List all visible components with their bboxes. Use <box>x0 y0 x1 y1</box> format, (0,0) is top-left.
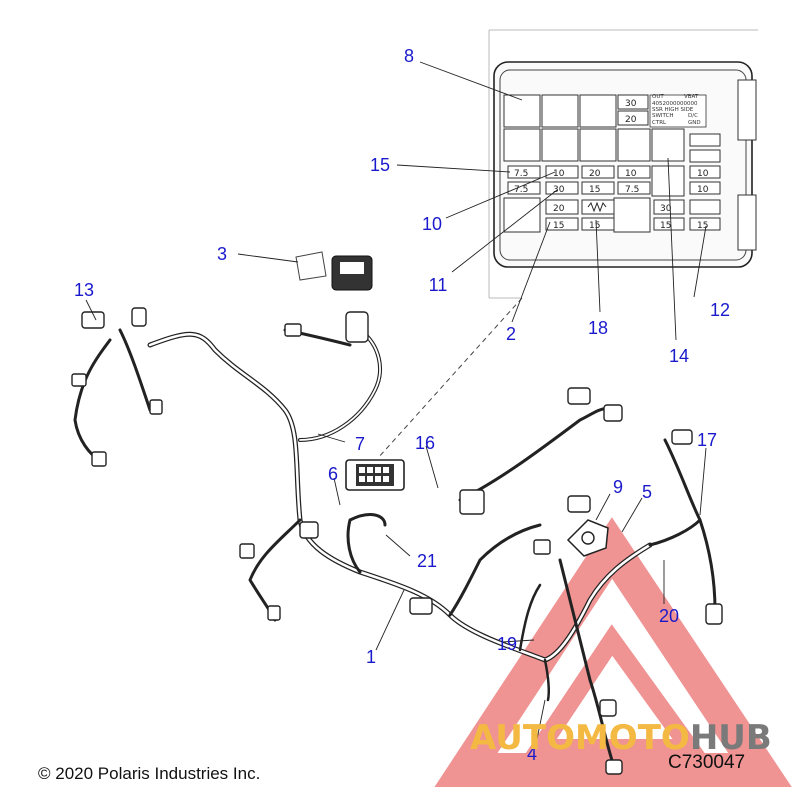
wiring-harness <box>73 328 717 772</box>
ssr-switch-label: SWITCH <box>652 113 674 119</box>
callout-14: 14 <box>668 346 690 366</box>
callout-20: 20 <box>658 606 680 626</box>
fuse-rating: 20 <box>589 169 601 179</box>
callout-3: 3 <box>216 244 228 264</box>
fuse-rating: 30 <box>553 185 565 195</box>
ssr-gnd-label: GND <box>688 120 701 126</box>
fuse-rating: 10 <box>553 169 565 179</box>
callout-2: 2 <box>505 324 517 344</box>
callout-21: 21 <box>416 551 438 571</box>
fuse-rating: 7.5 <box>514 169 528 179</box>
callout-6: 6 <box>327 464 339 484</box>
callout-17: 17 <box>696 430 718 450</box>
ssr-ctrl-label: CTRL <box>652 120 667 126</box>
fuse-rating: 30 <box>625 99 637 109</box>
ssr-code-label: 4052000000000 <box>652 101 698 107</box>
fuse-rating: 20 <box>553 204 565 214</box>
fuse-rating-labels: 30 20 7.5 10 20 10 10 7.5 30 15 7.5 10 2… <box>514 99 709 231</box>
callout-7: 7 <box>354 434 366 454</box>
inset-link-line <box>377 297 523 459</box>
figure-code: C730047 <box>668 752 746 773</box>
fuse-rating: 7.5 <box>514 185 528 195</box>
fuse-rating: 15 <box>660 221 671 231</box>
connectors <box>71 307 723 775</box>
fuse-rating: 30 <box>660 204 672 214</box>
callout-9: 9 <box>612 477 624 497</box>
grommet <box>566 519 609 557</box>
callout-12: 12 <box>709 300 731 320</box>
fuse-rating: 15 <box>589 185 600 195</box>
callout-8: 8 <box>403 46 415 66</box>
circuit-breaker-icon <box>587 201 607 213</box>
copyright-notice: © 2020 Polaris Industries Inc. <box>38 764 261 783</box>
callout-18: 18 <box>587 318 609 338</box>
callout-5: 5 <box>641 482 653 502</box>
leader-lines <box>85 61 707 745</box>
decal-and-relay <box>295 251 373 291</box>
callout-13: 13 <box>73 280 95 300</box>
callout-10: 10 <box>421 214 443 234</box>
fuse-rating: 15 <box>697 221 708 231</box>
watermark-part-b: HUB <box>689 718 772 758</box>
ssr-vbat-label: VBAT <box>684 94 699 100</box>
callout-1: 1 <box>365 647 377 667</box>
fuse-rating: 15 <box>553 221 564 231</box>
ssr-dc-label: D/C <box>688 113 698 119</box>
fuse-box <box>345 459 405 491</box>
fuse-rating: 10 <box>697 185 709 195</box>
watermark-part-a: AUTOMOTO <box>470 718 690 758</box>
ssr-out-label: OUT <box>652 94 664 100</box>
fuse-rating: 20 <box>625 115 637 125</box>
callout-11: 11 <box>428 275 448 295</box>
ssr-type-label: SSR HIGH SIDE <box>652 107 694 113</box>
callout-19: 19 <box>496 634 518 654</box>
callout-4: 4 <box>526 744 538 764</box>
watermark-text: AUTOMOTOHUB <box>470 718 772 758</box>
fuse-rating: 10 <box>625 169 637 179</box>
callout-16: 16 <box>414 433 436 453</box>
fuse-box-inset: OUT VBAT 4052000000000 SSR HIGH SIDE SWI… <box>488 29 758 299</box>
fuse-rating: 15 <box>589 221 600 231</box>
fuse-rating: 10 <box>697 169 709 179</box>
callout-15: 15 <box>369 155 391 175</box>
fuse-rating: 7.5 <box>625 185 639 195</box>
